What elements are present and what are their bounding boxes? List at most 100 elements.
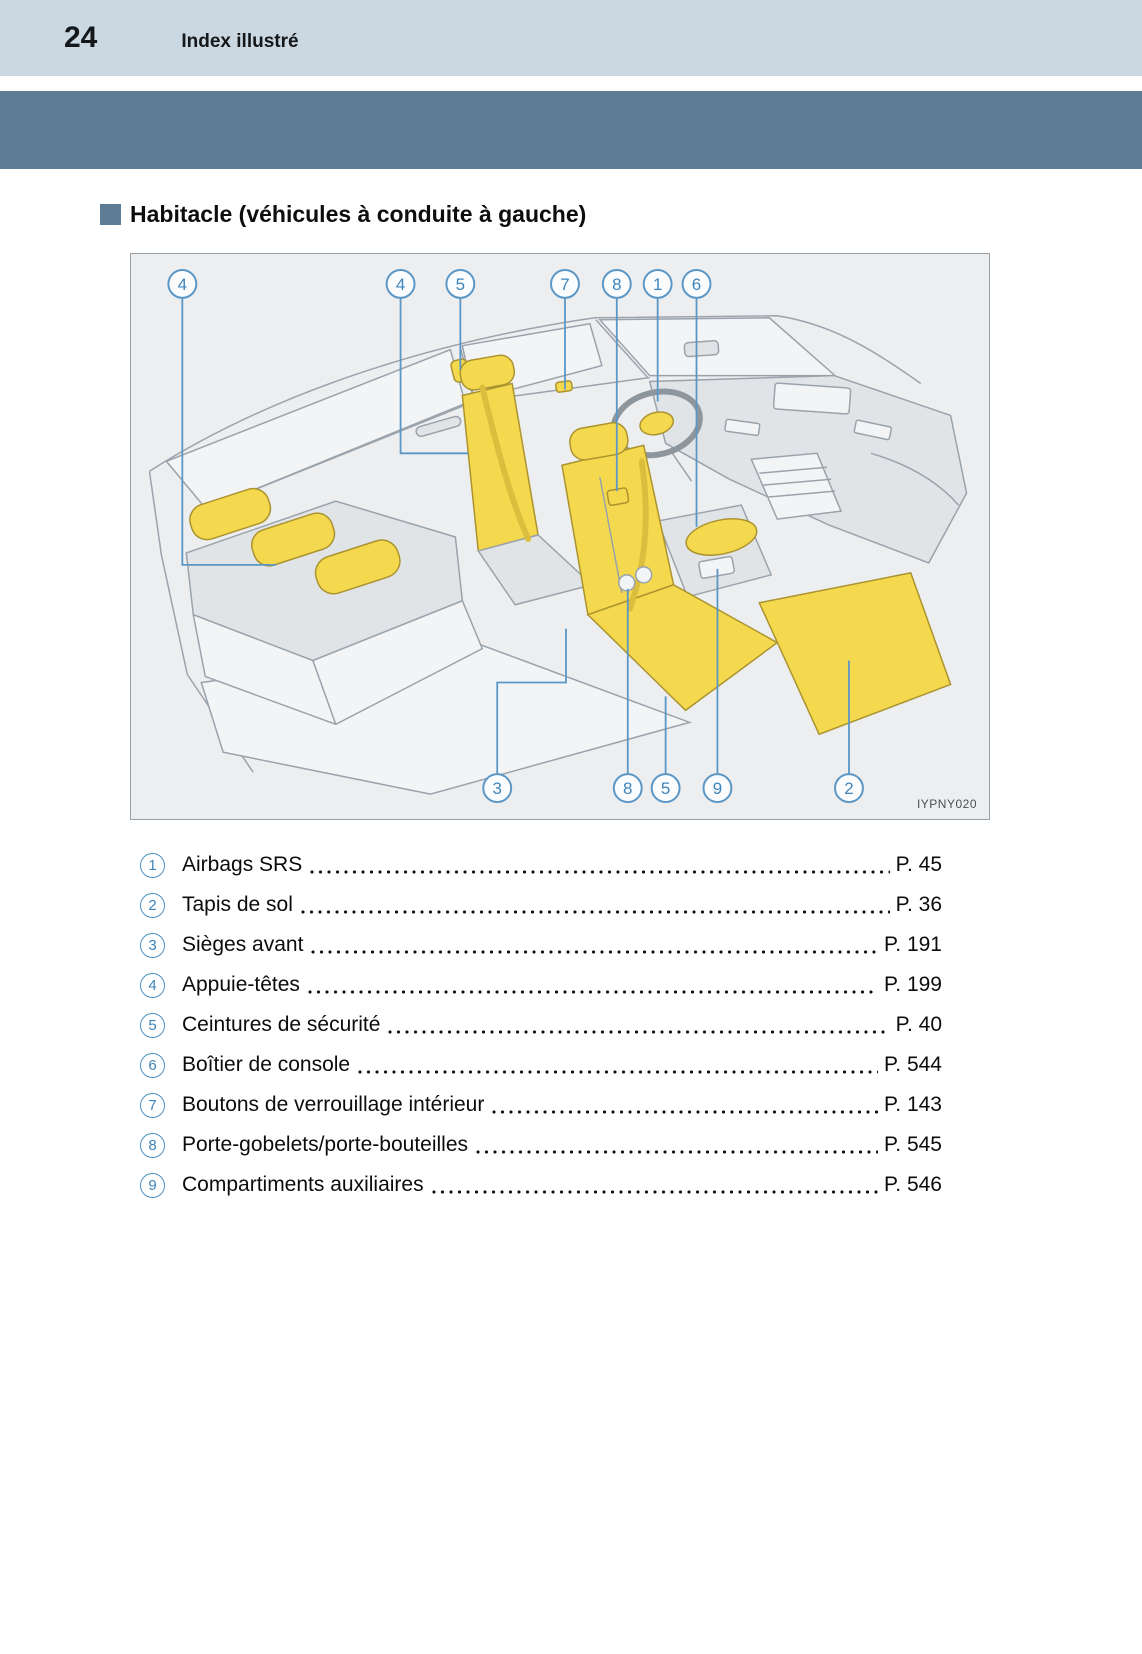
seatbelt-highlight [479, 384, 532, 542]
item-number-badge: 5 [140, 1012, 165, 1038]
item-number-badge: 2 [140, 892, 165, 918]
index-item: 9 Compartiments auxiliaires P. 546 [140, 1165, 942, 1205]
callout-badge: 3 [482, 773, 513, 804]
floor-mat-highlight [758, 572, 952, 736]
center-display [772, 382, 852, 415]
dot-leader [492, 1110, 878, 1114]
rear-headrests-highlight [189, 487, 401, 595]
car-body-outline [148, 315, 922, 795]
callout-badge: 4 [167, 268, 198, 299]
page-header: 24 Index illustré [0, 0, 1142, 76]
item-label: Tapis de sol [182, 893, 293, 916]
callouts-top: 4 4 5 7 8 1 6 [167, 268, 712, 299]
figure-code: IYPNY020 [916, 797, 977, 811]
air-vent [853, 419, 893, 441]
dot-leader [307, 990, 878, 994]
dot-leader [388, 1030, 890, 1034]
item-label: Boutons de verrouillage intérieur [182, 1093, 485, 1116]
callout-number: 9 [713, 779, 722, 798]
dashboard [648, 374, 968, 564]
index-item: 6 Boîtier de console P. 544 [140, 1045, 942, 1085]
section-title: Habitacle (véhicules à conduite à gauche… [130, 201, 587, 227]
item-page-ref: P. 199 [883, 973, 942, 996]
callout-badge: 5 [445, 268, 476, 299]
item-number-badge: 9 [140, 1172, 165, 1198]
callout-number: 2 [844, 779, 853, 798]
item-page-ref: P. 40 [895, 1013, 942, 1036]
dot-leader [300, 910, 890, 914]
item-label: Ceintures de sécurité [182, 1013, 381, 1036]
callout-badge: 8 [612, 773, 643, 804]
item-number-badge: 1 [140, 852, 165, 878]
index-item: 5 Ceintures de sécurité P. 40 [140, 1005, 942, 1045]
page-number: 24 [64, 21, 98, 54]
item-number-badge: 3 [140, 932, 165, 958]
callout-number: 1 [653, 275, 662, 294]
door-handle [415, 415, 462, 438]
content-area: Habitacle (véhicules à conduite à gauche… [0, 169, 1142, 1205]
item-label: Boîtier de console [182, 1053, 351, 1076]
index-list: 1 Airbags SRS P. 45 2 Tapis de sol P. 36… [140, 845, 942, 1205]
car-interior-figure: 4 4 5 7 8 1 6 3 8 5 9 2 IYPNY020 [130, 253, 990, 820]
car-interior-illustration: 4 4 5 7 8 1 6 3 8 5 9 2 [131, 254, 989, 819]
callout-badge: 7 [550, 268, 580, 299]
callout-number: 8 [623, 779, 632, 798]
dot-leader [310, 870, 890, 874]
callout-badge: 1 [642, 268, 673, 299]
rearview-mirror [683, 340, 720, 358]
index-item: 3 Sièges avant P. 191 [140, 925, 942, 965]
callout-lines [181, 297, 850, 775]
driver-airbag-highlight [639, 411, 675, 436]
item-page-ref: P. 546 [883, 1173, 942, 1196]
index-item: 7 Boutons de verrouillage intérieur P. 1… [140, 1085, 942, 1125]
callout-badge: 4 [385, 268, 416, 299]
item-number-badge: 8 [140, 1132, 165, 1158]
callout-number: 4 [396, 275, 405, 294]
cupholders-highlight [606, 487, 653, 592]
center-stack [750, 452, 843, 520]
callout-number: 5 [661, 779, 670, 798]
item-label: Compartiments auxiliaires [182, 1173, 424, 1196]
seatbelt-highlight [626, 458, 649, 612]
callout-number: 3 [493, 779, 502, 798]
item-page-ref: P. 45 [895, 853, 942, 876]
dot-leader [431, 1190, 878, 1194]
center-console [656, 504, 773, 598]
callout-number: 5 [456, 275, 465, 294]
header-section-title: Index illustré [181, 31, 299, 52]
air-vent [724, 418, 761, 437]
item-page-ref: P. 191 [883, 933, 942, 956]
dot-leader [476, 1150, 878, 1154]
item-label: Airbags SRS [182, 853, 303, 876]
callout-badge: 9 [702, 773, 733, 804]
callout-number: 8 [612, 275, 621, 294]
section-bullet-icon [100, 204, 121, 225]
dot-leader [358, 1070, 878, 1074]
callout-number: 7 [560, 275, 569, 294]
item-number-badge: 4 [140, 972, 165, 998]
callout-number: 4 [178, 275, 187, 294]
index-item: 1 Airbags SRS P. 45 [140, 845, 942, 885]
callouts-bottom: 3 8 5 9 2 [482, 773, 864, 804]
chapter-band [0, 91, 1142, 169]
item-label: Sièges avant [182, 933, 304, 956]
dot-leader [311, 950, 878, 954]
callout-badge: 6 [681, 268, 712, 299]
console-lid-highlight [685, 518, 758, 556]
item-label: Porte-gobelets/porte-bouteilles [182, 1133, 469, 1156]
section-heading: Habitacle (véhicules à conduite à gauche… [100, 201, 1142, 228]
callout-number: 6 [692, 275, 701, 294]
item-page-ref: P. 544 [883, 1053, 942, 1076]
item-page-ref: P. 36 [895, 893, 942, 916]
door-lock-button-highlight [555, 380, 573, 393]
index-item: 4 Appuie-têtes P. 199 [140, 965, 942, 1005]
item-page-ref: P. 143 [883, 1093, 942, 1116]
item-number-badge: 7 [140, 1092, 165, 1118]
index-item: 2 Tapis de sol P. 36 [140, 885, 942, 925]
item-page-ref: P. 545 [883, 1133, 942, 1156]
item-label: Appuie-têtes [182, 973, 300, 996]
callout-badge: 2 [834, 773, 864, 804]
callout-badge: 8 [601, 268, 632, 299]
index-item: 8 Porte-gobelets/porte-bouteilles P. 545 [140, 1125, 942, 1165]
